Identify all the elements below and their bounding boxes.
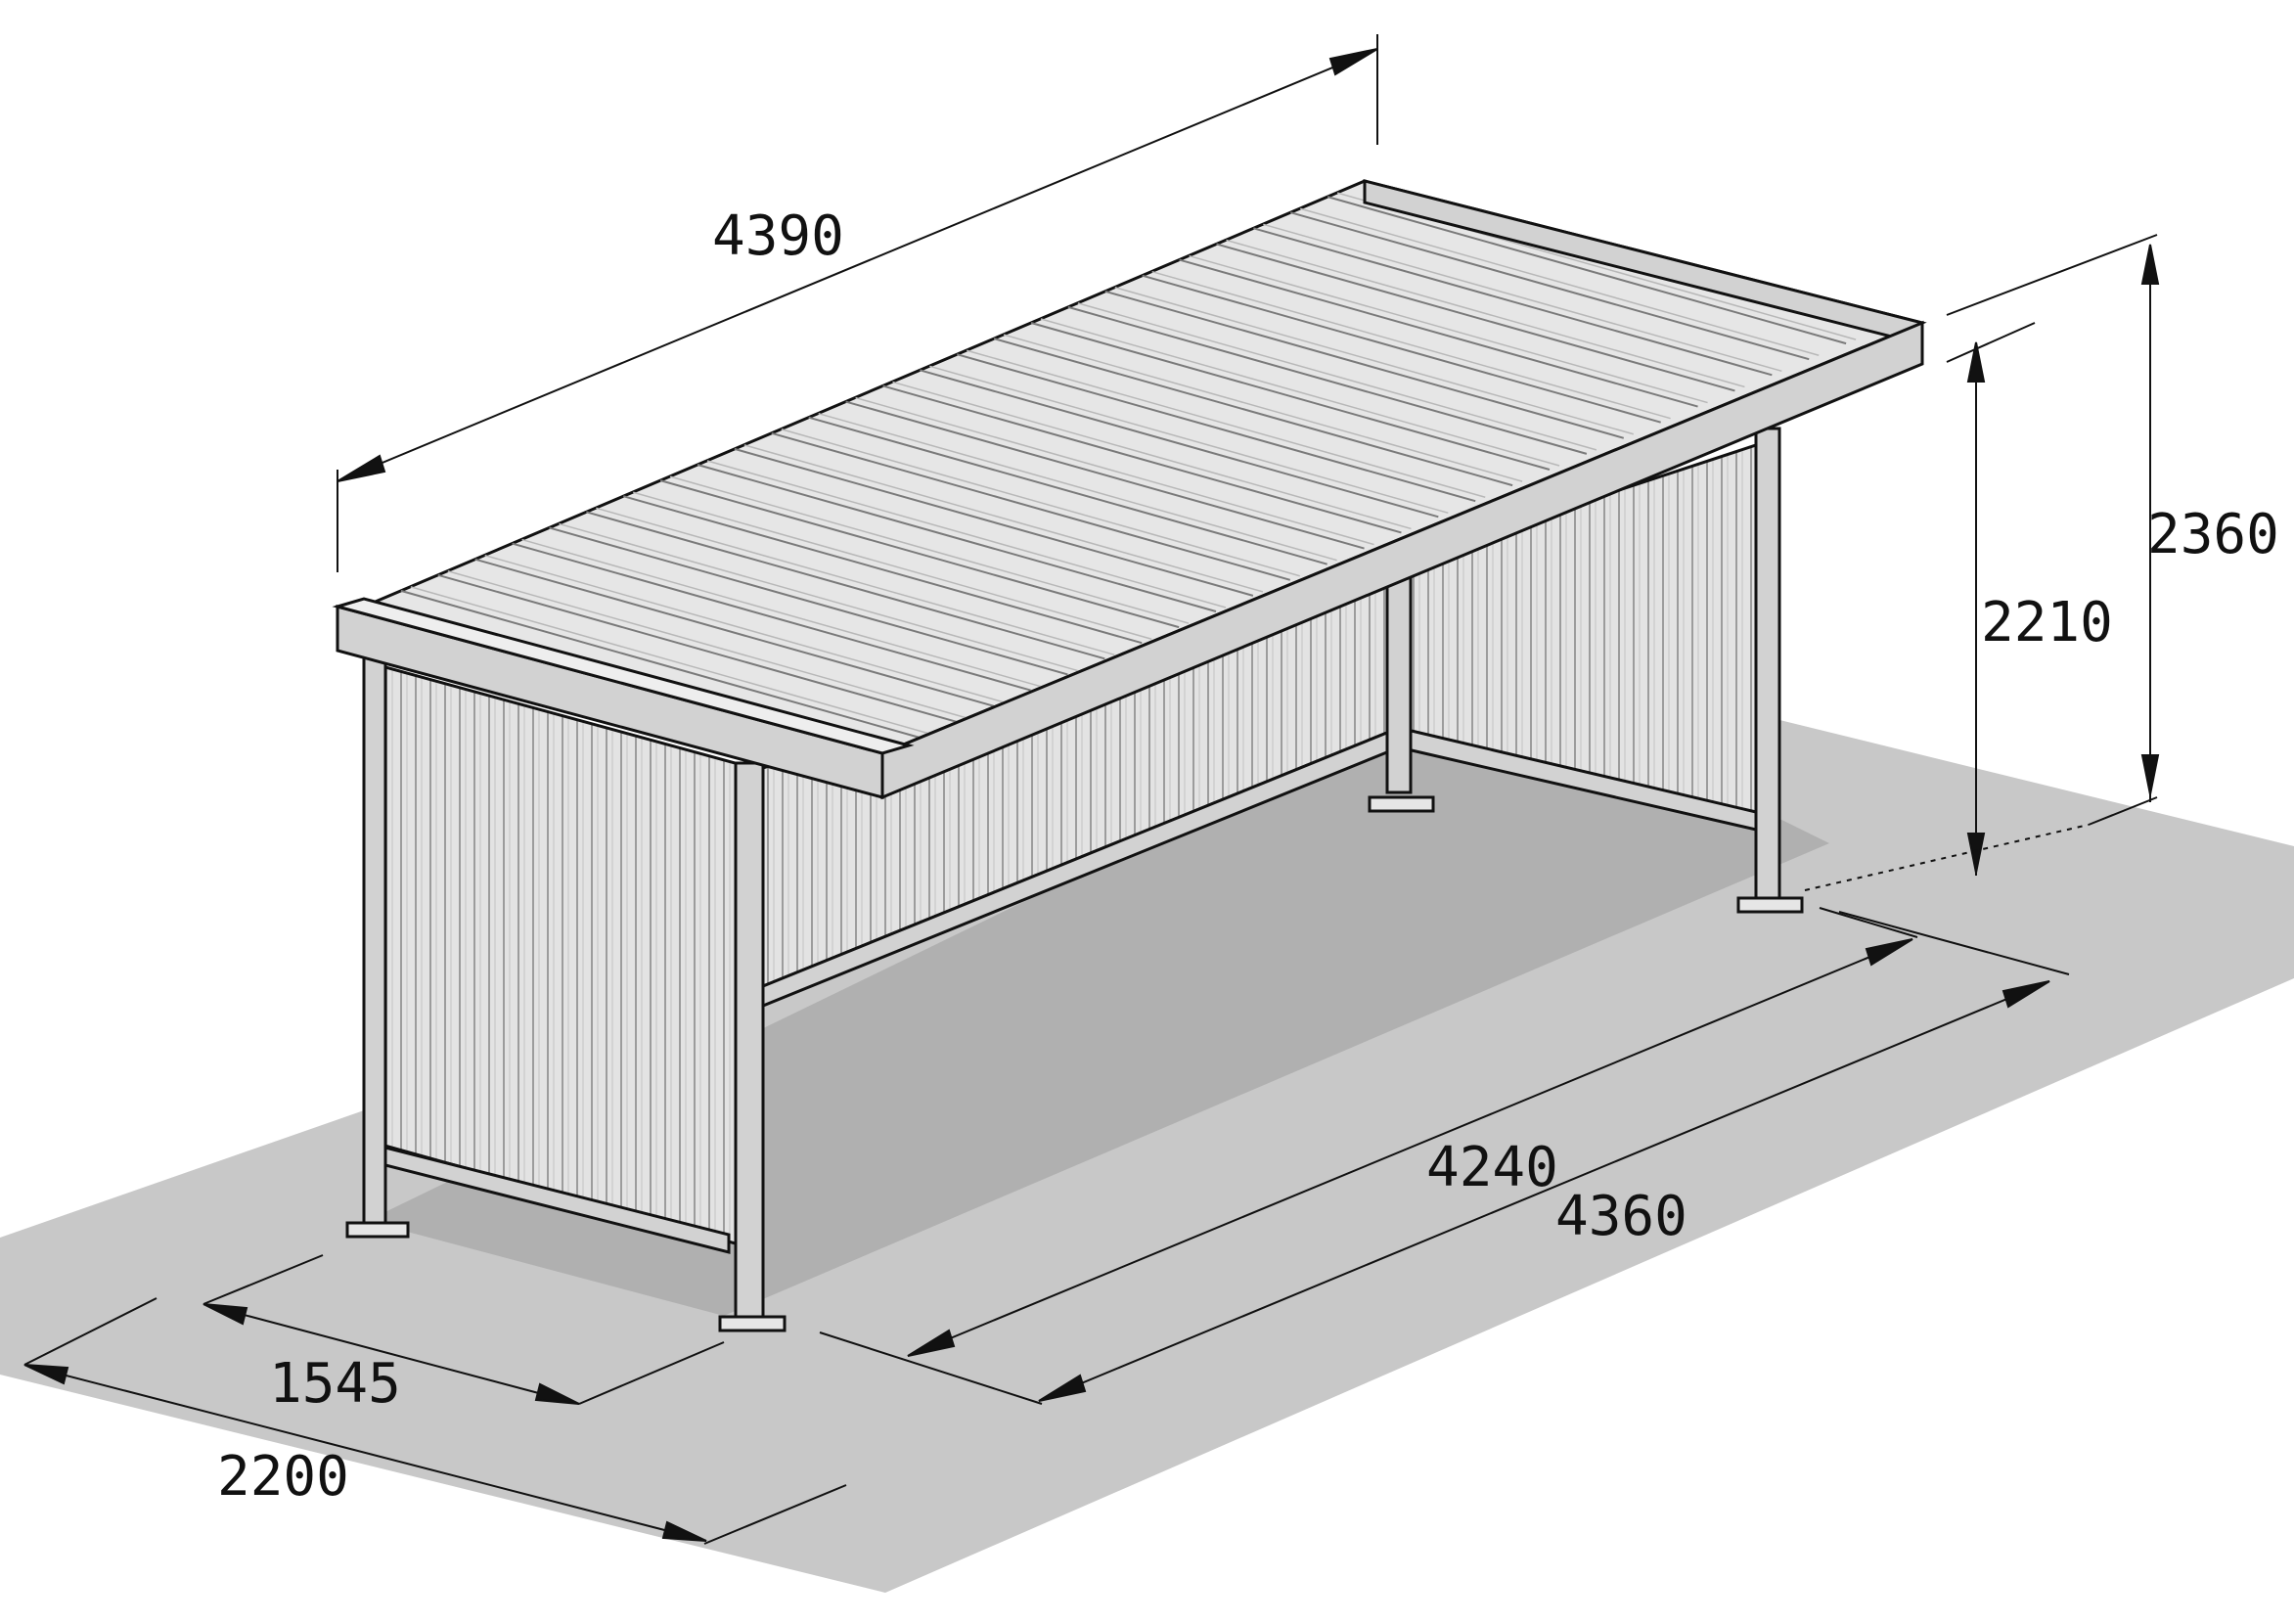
roof-corrugation-ridge [1289,211,1810,361]
base-plate-back-middle [1368,795,1435,813]
roof-corrugation-highlight [1151,270,1671,420]
roof-beam-front-long [880,320,1924,800]
roof-corrugation-ridge [586,511,1105,660]
roof-corrugation-ridge [474,558,994,707]
roof-corrugation-ridge [1067,305,1588,455]
label-outer-depth: 2200 [217,1445,349,1509]
roof-corrugation-ridge [1179,258,1698,408]
dimension-roof-length [337,34,1378,572]
roof-corrugation-highlight [447,570,967,719]
roof-corrugation-ridge [845,400,1365,550]
roof-corrugation-highlight [1226,239,1745,388]
roof-corrugation-highlight [521,538,1041,688]
base-plate-back-right [1736,896,1804,914]
label-clear-height: 2210 [1981,591,2113,654]
roof-corrugation-highlight [1040,318,1560,467]
roof-corrugation-highlight [1263,223,1782,373]
roof-corrugation-ridge [1216,243,1735,392]
label-outer-length: 4360 [1555,1185,1687,1248]
roof-corrugation-ridge [920,369,1439,519]
roof-corrugation-highlight [892,381,1412,530]
dimension-inner-depth [202,1254,725,1405]
roof-corrugation-highlight [1300,207,1820,356]
roof-corrugation-highlight [855,396,1374,546]
roof-corrugation-highlight [967,349,1486,498]
label-inner-length: 4240 [1426,1136,1558,1199]
roof-corrugation-highlight [484,554,1004,703]
label-roof-length: 4390 [712,204,844,268]
roof-corrugation-ridge [956,353,1476,503]
roof-corrugation-ridge [1253,227,1773,377]
roof-corrugation-highlight [781,429,1300,577]
roof-corrugation-highlight [706,460,1227,609]
roof-corrugation-ridge [1104,290,1625,439]
roof-corrugation-highlight [1077,302,1597,451]
roof-corrugation-highlight [669,475,1190,624]
roof-corrugation-ridge [659,479,1180,629]
roof-corrugation-ridge [400,589,921,739]
post-back-right [1754,427,1781,900]
roof-corrugation-ridge [1142,274,1661,424]
roof-corrugation-highlight [633,491,1152,640]
post-front-right [734,761,765,1321]
roof-corrugation-ridge [437,573,958,723]
roof-corrugation-highlight [929,365,1449,515]
roof-corrugation-highlight [1114,287,1634,435]
label-inner-depth: 1545 [269,1352,401,1416]
post-front-left [362,654,387,1230]
dimension-outer-length [819,911,2070,1405]
dimension-inner-length [907,907,1918,1357]
roof-corrugation-highlight [1003,334,1523,482]
roof-corrugation-ridge [771,431,1291,581]
base-plate-front-right [718,1315,787,1332]
roof-corrugation-highlight [410,586,930,735]
roof-corrugation-ridge [808,416,1327,565]
roof-corrugation-highlight [818,412,1337,562]
roof-corrugations [400,192,1857,739]
roof-beam-top-left [332,597,915,755]
roof-corrugation-ridge [1327,196,1847,345]
roof-corrugation-highlight [743,444,1264,593]
label-total-height: 2360 [2147,503,2279,566]
roof-corrugation-ridge [1030,322,1551,471]
roof-corrugation-highlight [1189,254,1708,404]
roof-corrugation-ridge [697,464,1217,612]
roof-corrugation-highlight [596,507,1115,656]
roof-corrugation-highlight [559,522,1078,672]
dimension-outer-depth [23,1297,847,1545]
dimension-total-height [1946,234,2160,826]
roof-corrugation-ridge [512,542,1031,692]
base-plate-front-left [345,1221,410,1239]
roof-corrugation-ridge [549,526,1068,676]
roof-corrugation-ridge [993,338,1513,487]
post-back-middle [1385,561,1413,794]
dimension-clear-height [1804,322,2090,891]
roof-corrugation-ridge [882,384,1402,534]
roof-corrugation-ridge [734,447,1254,597]
roof-corrugation-ridge [622,495,1143,645]
